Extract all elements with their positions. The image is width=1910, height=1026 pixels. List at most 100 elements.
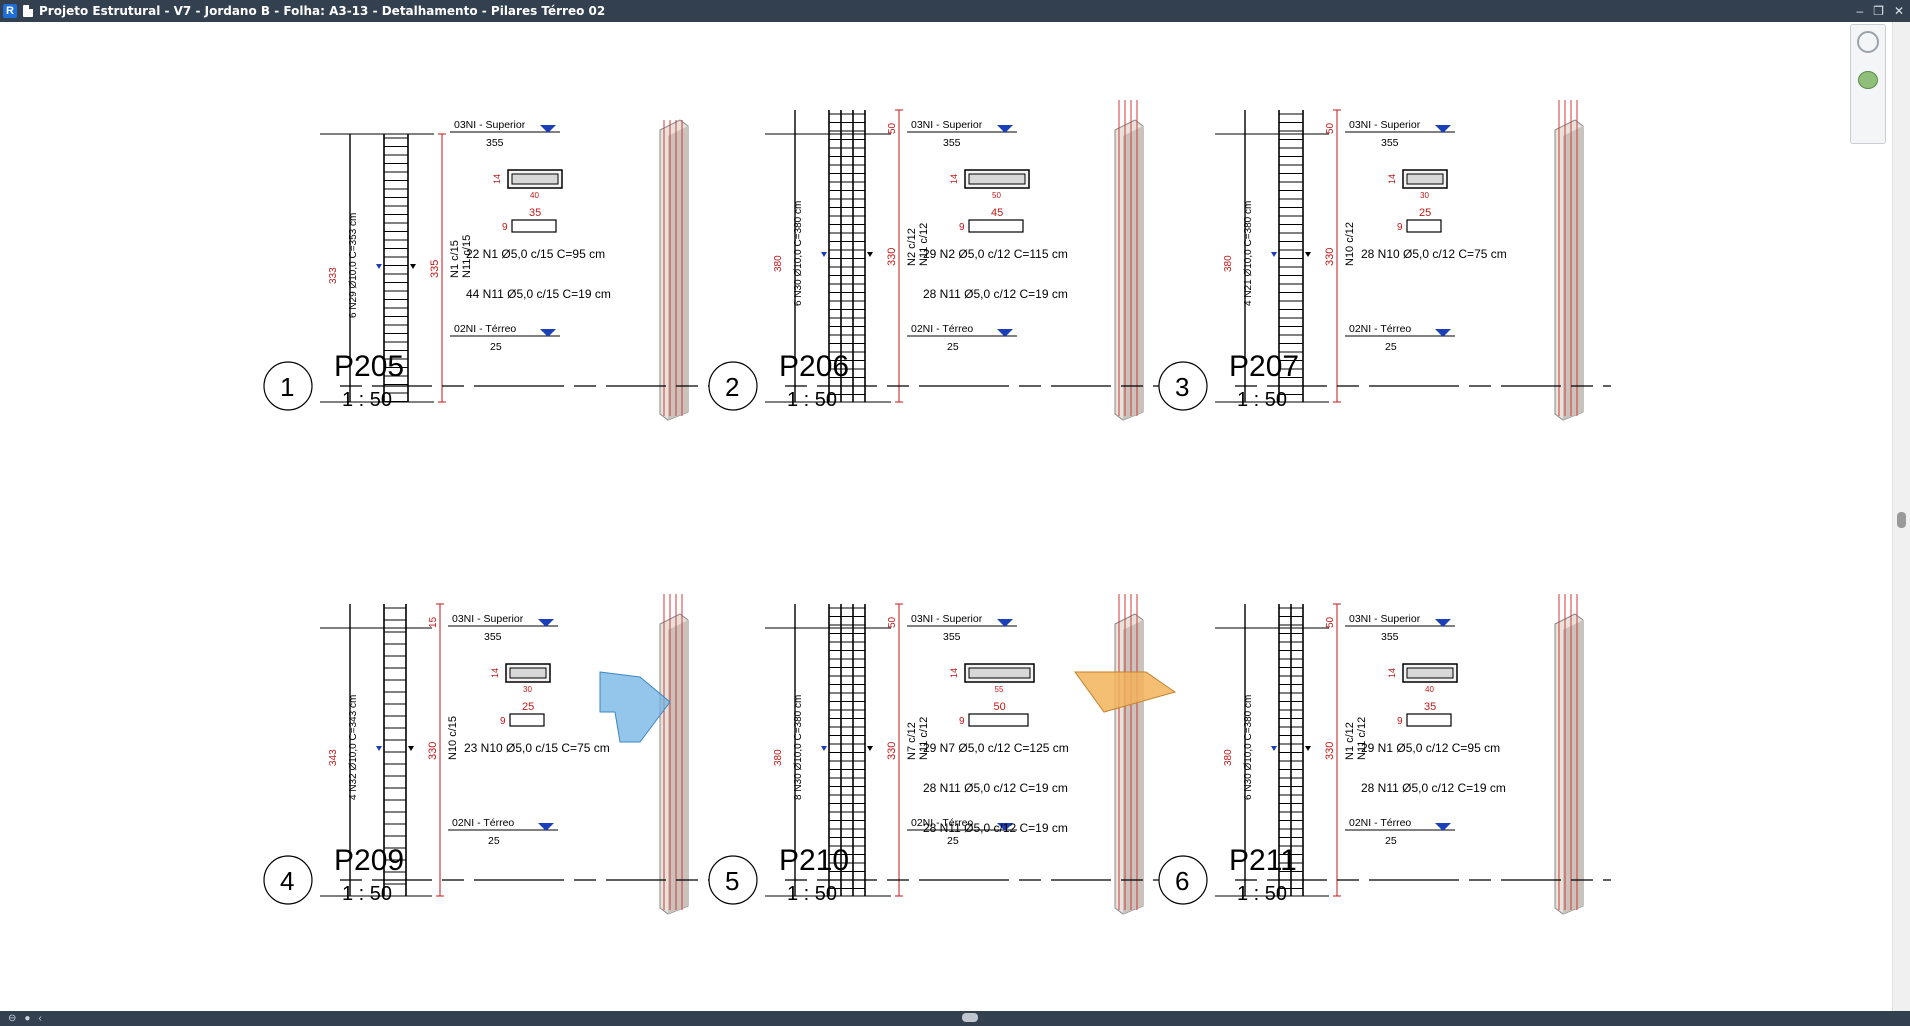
view-number-bubble[interactable] bbox=[708, 855, 758, 905]
level-elevation-bottom: 25 bbox=[488, 835, 500, 847]
view-number-bubble[interactable] bbox=[263, 361, 313, 411]
bar-length-label: 380 bbox=[1223, 255, 1234, 272]
view-number-bubble[interactable] bbox=[1158, 361, 1208, 411]
view-scale: 1 : 50 bbox=[787, 389, 837, 411]
horizontal-scroll-thumb[interactable] bbox=[962, 1013, 978, 1022]
link-icon[interactable]: ⊖ bbox=[8, 1013, 17, 1024]
steering-wheel-icon[interactable] bbox=[1857, 31, 1879, 53]
level-marker-icon[interactable] bbox=[540, 329, 556, 337]
section-width-label: 40 bbox=[1425, 685, 1434, 694]
level-marker-icon[interactable] bbox=[1435, 619, 1451, 627]
level-marker-icon[interactable] bbox=[997, 619, 1013, 627]
section-marker-icon bbox=[376, 264, 382, 269]
section-marker-icon bbox=[867, 746, 873, 751]
vertical-scrollbar[interactable] bbox=[1892, 22, 1910, 1011]
stirrup-dim-a: 35 bbox=[529, 207, 541, 219]
lightbulb-icon[interactable]: ● bbox=[24, 1013, 31, 1024]
section-height-label: 14 bbox=[949, 668, 959, 678]
column-3d-side bbox=[668, 620, 688, 914]
restore-button[interactable]: ❐ bbox=[1873, 4, 1884, 18]
status-bar: ⊖ ● ‹ bbox=[0, 1011, 1910, 1026]
level-elevation-top: 355 bbox=[486, 137, 504, 149]
level-elevation-bottom: 25 bbox=[1385, 341, 1397, 353]
stirrup-shape bbox=[968, 713, 1029, 727]
stirrup-dim-b: 9 bbox=[502, 222, 508, 233]
rebar-schedule-note: 44 N11 Ø5,0 c/15 C=19 cm bbox=[466, 287, 611, 301]
selected-slab-highlight[interactable] bbox=[1074, 671, 1177, 713]
level-marker-icon[interactable] bbox=[1435, 329, 1451, 337]
level-marker-icon[interactable] bbox=[538, 823, 554, 831]
level-marker-icon[interactable] bbox=[1435, 125, 1451, 133]
longitudinal-bar-label: 6 N30 Ø10,0 C=380 cm bbox=[1243, 695, 1254, 800]
selected-beam-highlight[interactable] bbox=[599, 671, 671, 743]
view-p206[interactable] bbox=[708, 100, 1161, 421]
column-3d-side bbox=[1563, 126, 1583, 420]
minimize-button[interactable]: – bbox=[1856, 4, 1864, 18]
level-marker-icon[interactable] bbox=[997, 329, 1013, 337]
column-3d-side bbox=[1123, 620, 1143, 914]
section-marker-icon bbox=[821, 252, 827, 257]
scroll-left-icon[interactable]: ‹ bbox=[38, 1013, 42, 1024]
bar-length-label: 380 bbox=[1223, 749, 1234, 766]
stirrup-spacing-label: N10 c/15 bbox=[447, 716, 459, 760]
longitudinal-bar-label: 8 N30 Ø10,0 C=380 cm bbox=[793, 695, 804, 800]
view-name: P205 bbox=[334, 350, 404, 383]
stirrup-spacing-label: N7 c/12 bbox=[906, 722, 918, 760]
longitudinal-bar-label: 4 N32 Ø10,0 C=343 cm bbox=[348, 695, 359, 800]
level-name-top: 03NI - Superior bbox=[454, 119, 526, 131]
view-number-bubble[interactable] bbox=[263, 855, 313, 905]
cross-section-stirrup bbox=[511, 173, 559, 185]
view-p209[interactable] bbox=[263, 594, 716, 915]
section-height-label: 14 bbox=[949, 174, 959, 184]
height-dimension-label: 330 bbox=[886, 742, 898, 760]
stirrup-spacing-label: N10 c/12 bbox=[1344, 222, 1356, 266]
stirrup-dim-b: 9 bbox=[1397, 716, 1403, 727]
view-p207[interactable] bbox=[1158, 100, 1611, 421]
stirrup-dim-b: 9 bbox=[959, 716, 965, 727]
stirrup-dim-b: 9 bbox=[959, 222, 965, 233]
longitudinal-bar-label: 6 N30 Ø10,0 C=380 cm bbox=[793, 201, 804, 306]
rebar-schedule-note: 29 N7 Ø5,0 c/12 C=125 cm bbox=[923, 741, 1069, 755]
bar-length-label: 380 bbox=[773, 749, 784, 766]
bar-length-label: 343 bbox=[328, 749, 339, 766]
section-marker-icon bbox=[821, 746, 827, 751]
level-marker-icon[interactable] bbox=[997, 125, 1013, 133]
stirrup-shape bbox=[968, 219, 1024, 233]
view-number-bubble[interactable] bbox=[1158, 855, 1208, 905]
view-p211[interactable] bbox=[1158, 594, 1611, 915]
rebar-schedule-note: 28 N11 Ø5,0 c/12 C=19 cm bbox=[1361, 781, 1506, 795]
stirrup-dim-a: 25 bbox=[1419, 207, 1431, 219]
level-marker-icon[interactable] bbox=[540, 125, 556, 133]
level-elevation-bottom: 25 bbox=[1385, 835, 1397, 847]
close-button[interactable]: ✕ bbox=[1893, 4, 1904, 18]
level-elevation-top: 355 bbox=[1381, 137, 1399, 149]
level-marker-icon[interactable] bbox=[997, 823, 1013, 831]
stirrup-spacing-label-2: N11 c/12 bbox=[918, 223, 930, 266]
level-marker-icon[interactable] bbox=[1435, 823, 1451, 831]
level-marker-icon[interactable] bbox=[538, 619, 554, 627]
level-elevation-bottom: 25 bbox=[947, 835, 959, 847]
navigation-bar[interactable] bbox=[1850, 24, 1886, 144]
vertical-scroll-thumb[interactable] bbox=[1897, 512, 1906, 528]
level-elevation-bottom: 25 bbox=[947, 341, 959, 353]
section-height-label: 14 bbox=[1387, 174, 1397, 184]
column-3d-side bbox=[1563, 620, 1583, 914]
view-number: 2 bbox=[725, 372, 739, 402]
section-marker-icon bbox=[1305, 746, 1311, 751]
title-bar: R Projeto Estrutural - V7 - Jordano B - … bbox=[0, 0, 1910, 22]
rebar-schedule-note: 28 N11 Ø5,0 c/12 C=19 cm bbox=[923, 287, 1068, 301]
view-p205[interactable] bbox=[263, 119, 716, 421]
top-dimension-label: 50 bbox=[1325, 616, 1336, 628]
window-title: Projeto Estrutural - V7 - Jordano B - Fo… bbox=[39, 4, 606, 18]
stirrup-shape bbox=[511, 219, 557, 233]
zoom-region-icon[interactable] bbox=[1858, 71, 1878, 89]
section-marker-icon bbox=[1271, 252, 1277, 257]
view-number-bubble[interactable] bbox=[708, 361, 758, 411]
level-elevation-top: 355 bbox=[943, 137, 961, 149]
cross-section-stirrup bbox=[509, 667, 547, 679]
revit-logo-icon[interactable]: R bbox=[3, 4, 17, 18]
view-number: 4 bbox=[280, 866, 294, 896]
stirrup-shape bbox=[509, 713, 545, 727]
